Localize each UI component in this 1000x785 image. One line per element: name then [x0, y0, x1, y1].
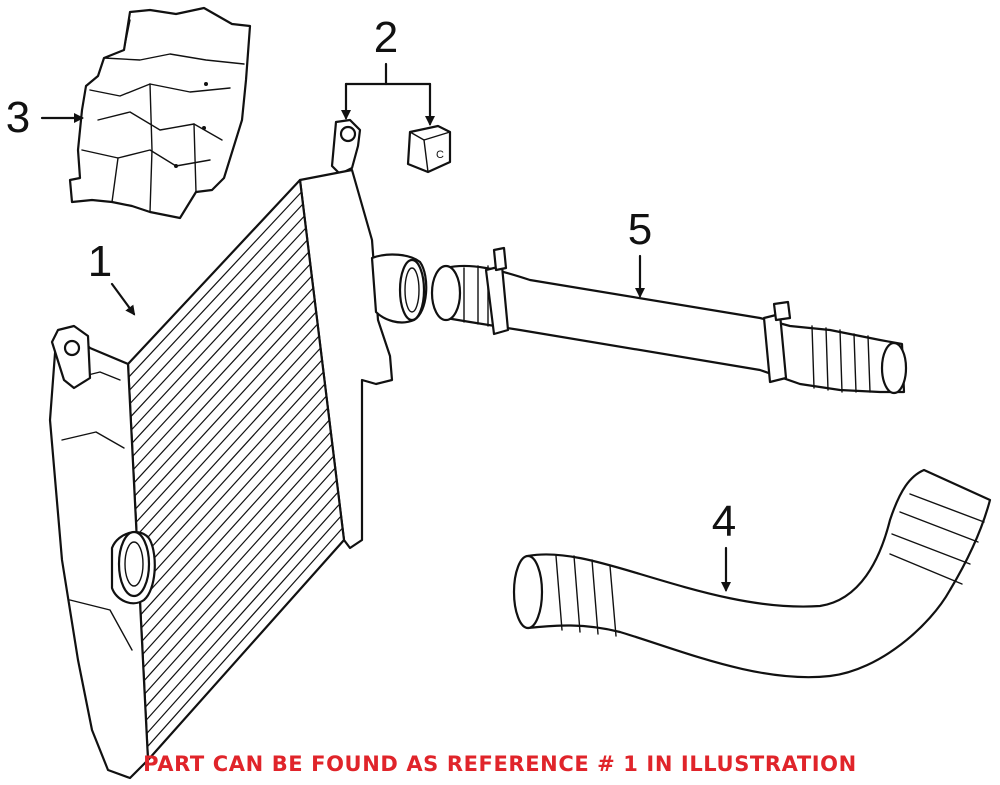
callout-label: 2 [374, 13, 398, 62]
callout-5: 5 [628, 205, 652, 298]
air-deflector-shield [68, 6, 252, 220]
callout-label: 1 [88, 237, 112, 286]
core-fin [134, 299, 316, 497]
core-fin [138, 371, 324, 576]
core-fin [143, 467, 336, 682]
core-fin [136, 347, 321, 550]
core-fin [130, 239, 308, 431]
core-fin [144, 491, 339, 708]
core-fin [146, 515, 342, 734]
core-fin [139, 395, 327, 603]
svg-text:C: C [436, 149, 444, 161]
reference-note: PART CAN BE FOUND AS REFERENCE # 1 IN IL… [143, 752, 857, 776]
upper-charge-air-hose [430, 246, 908, 395]
core-fin [142, 455, 335, 669]
core-fin [134, 311, 317, 510]
core-fin [132, 263, 311, 457]
core-fin [138, 383, 326, 589]
core-fin [130, 227, 307, 418]
core-fin [136, 335, 320, 537]
core-fin [133, 287, 314, 484]
core-fin [132, 275, 313, 471]
core-fin [146, 527, 343, 748]
callout-label: 4 [712, 497, 736, 546]
core-fin [140, 407, 329, 616]
core-fin [145, 503, 341, 721]
callout-label: 5 [628, 205, 652, 254]
callout-label: 3 [6, 93, 30, 142]
callout-2: 2 [341, 13, 435, 126]
core-fin [142, 443, 333, 655]
core-fin [140, 419, 330, 629]
core-fin [135, 323, 319, 523]
core-fin [137, 359, 323, 563]
lower-charge-air-hose [512, 468, 992, 679]
core-fin [129, 215, 305, 405]
core-fin [131, 251, 310, 444]
callout-3: 3 [6, 93, 84, 142]
core-fin [144, 479, 338, 695]
mount-insulator: C [406, 124, 452, 174]
intercooler [48, 118, 428, 780]
core-fin [128, 191, 302, 378]
callout-4: 4 [712, 497, 736, 592]
core-fin [128, 203, 304, 391]
core-fin [141, 431, 332, 642]
callout-1: 1 [88, 237, 136, 316]
